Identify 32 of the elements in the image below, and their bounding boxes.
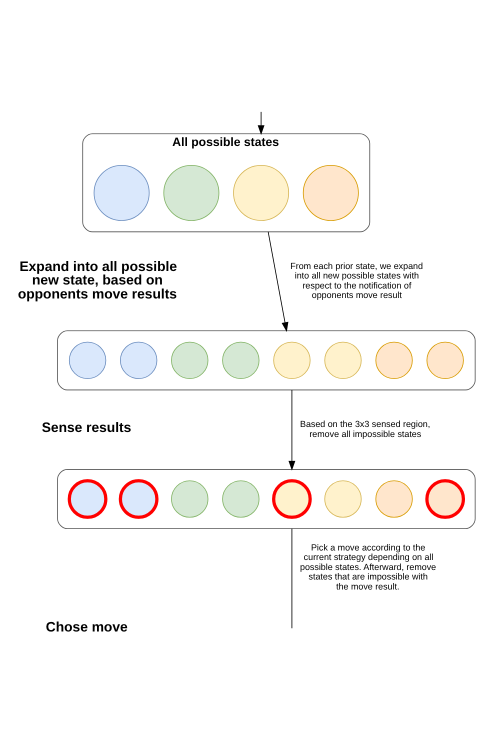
node-circle bbox=[68, 342, 106, 379]
node-crossed-circle bbox=[118, 479, 159, 519]
node-circle bbox=[302, 164, 359, 221]
node-circle bbox=[426, 342, 464, 379]
node-circle bbox=[222, 342, 260, 379]
node-circle bbox=[324, 342, 362, 379]
cluster: All possible states bbox=[82, 133, 370, 232]
node-circle bbox=[163, 164, 220, 221]
edge-label: Based on the 3x3 sensed region, remove all impossible states bbox=[300, 419, 430, 439]
node-circle bbox=[94, 164, 150, 221]
node-circle bbox=[233, 164, 290, 221]
edge-label: From each prior state, we expand into all new possible states with respect to the notification of opponents move result bbox=[290, 260, 423, 300]
node-crossed-circle bbox=[425, 479, 466, 519]
cluster bbox=[57, 469, 476, 530]
label: Expand into all possible new state, based on opponents move results bbox=[18, 258, 178, 302]
node-crossed-circle bbox=[272, 479, 312, 519]
node-circle bbox=[171, 342, 208, 379]
node-circle bbox=[222, 480, 260, 518]
node-circle bbox=[375, 480, 413, 518]
node-circle bbox=[273, 342, 311, 379]
node-circle bbox=[171, 480, 208, 518]
edge-label: Pick a move according to the current strategy depending on all possible states. Afterward, remove states that are impossible with the move result. bbox=[300, 542, 436, 592]
cluster bbox=[57, 330, 476, 390]
node-circle bbox=[120, 342, 158, 379]
label: Sense results bbox=[42, 420, 132, 436]
node-circle bbox=[324, 480, 362, 518]
arrow bbox=[268, 231, 288, 332]
node-crossed-circle bbox=[68, 479, 108, 519]
arrow bbox=[288, 390, 296, 471]
arrow bbox=[258, 111, 264, 135]
label: Chose move bbox=[46, 620, 128, 635]
node-circle bbox=[375, 342, 413, 379]
